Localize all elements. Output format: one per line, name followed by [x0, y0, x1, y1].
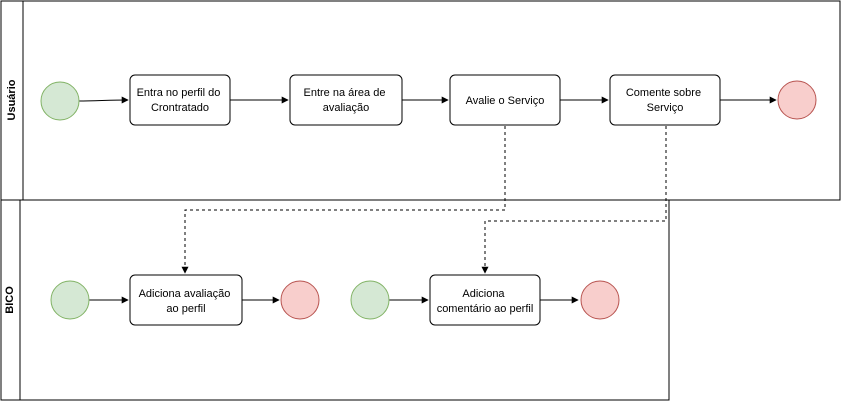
task-comente-servico-line-1: Comente sobre — [626, 87, 701, 99]
end-event-bico-2 — [580, 280, 620, 320]
start-event-bico-2 — [350, 280, 390, 320]
message-t3-to-t5 — [181, 126, 506, 274]
task-adiciona-avaliacao-line-1: Adiciona avaliação — [139, 288, 231, 300]
task-area-avaliacao-line-1: Entre na área de — [303, 87, 385, 99]
task-adiciona-comentario-line-1: Adiciona — [462, 288, 505, 300]
task-adiciona-avaliacao-line-2: ao perfil — [166, 303, 205, 315]
end-event-usuario — [777, 80, 817, 120]
task-avalie-servico: Avalie o Serviço — [449, 74, 561, 126]
task-area-avaliacao: Entre na área de avaliação — [289, 74, 403, 126]
lane-bico-title: BICO — [4, 286, 16, 314]
task-adiciona-comentario: Adiciona comentário ao perfil — [429, 274, 541, 326]
message-flows — [181, 126, 667, 274]
task-entra-perfil: Entra no perfil do Crontratado — [129, 74, 231, 126]
task-entra-perfil-line-1: Entra no perfil do — [137, 87, 221, 99]
lane-usuario-title: Usuário — [6, 79, 18, 120]
tasks: Entra no perfil do Crontratado Entre na … — [129, 74, 721, 326]
end-event-bico-1 — [280, 280, 320, 320]
task-comente-servico-line-2: Serviço — [647, 102, 684, 114]
svg-text:Entra no perfil do Cro: Entra no perfil do Crontratado — [137, 87, 224, 114]
svg-text:Entre na área de avali: Entre na área de avaliação — [303, 87, 388, 114]
events — [40, 80, 817, 320]
sequence-flows — [78, 96, 777, 304]
svg-text:Adiciona comentário ao: Adiciona comentário ao perfil — [437, 288, 534, 315]
task-adiciona-avaliacao: Adiciona avaliação ao perfil — [129, 274, 243, 326]
start-event-bico-1 — [50, 280, 90, 320]
task-adiciona-comentario-line-2: comentário ao perfil — [437, 303, 534, 315]
start-event-usuario — [40, 81, 80, 121]
svg-text:Adiciona avaliação ao: Adiciona avaliação ao perfil — [139, 288, 234, 315]
flow-start-to-t1 — [78, 96, 129, 104]
svg-text:Avalie o Serviço: Avalie o Serviço — [466, 95, 545, 107]
task-comente-servico: Comente sobre Serviço — [609, 74, 721, 126]
task-entra-perfil-line-2: Crontratado — [151, 102, 209, 114]
message-t4-to-t6 — [481, 126, 667, 274]
task-avalie-servico-line-1: Avalie o Serviço — [466, 95, 545, 107]
task-area-avaliacao-line-2: avaliação — [323, 102, 369, 114]
svg-text:Comente sobre Serviço: Comente sobre Serviço — [626, 87, 704, 114]
